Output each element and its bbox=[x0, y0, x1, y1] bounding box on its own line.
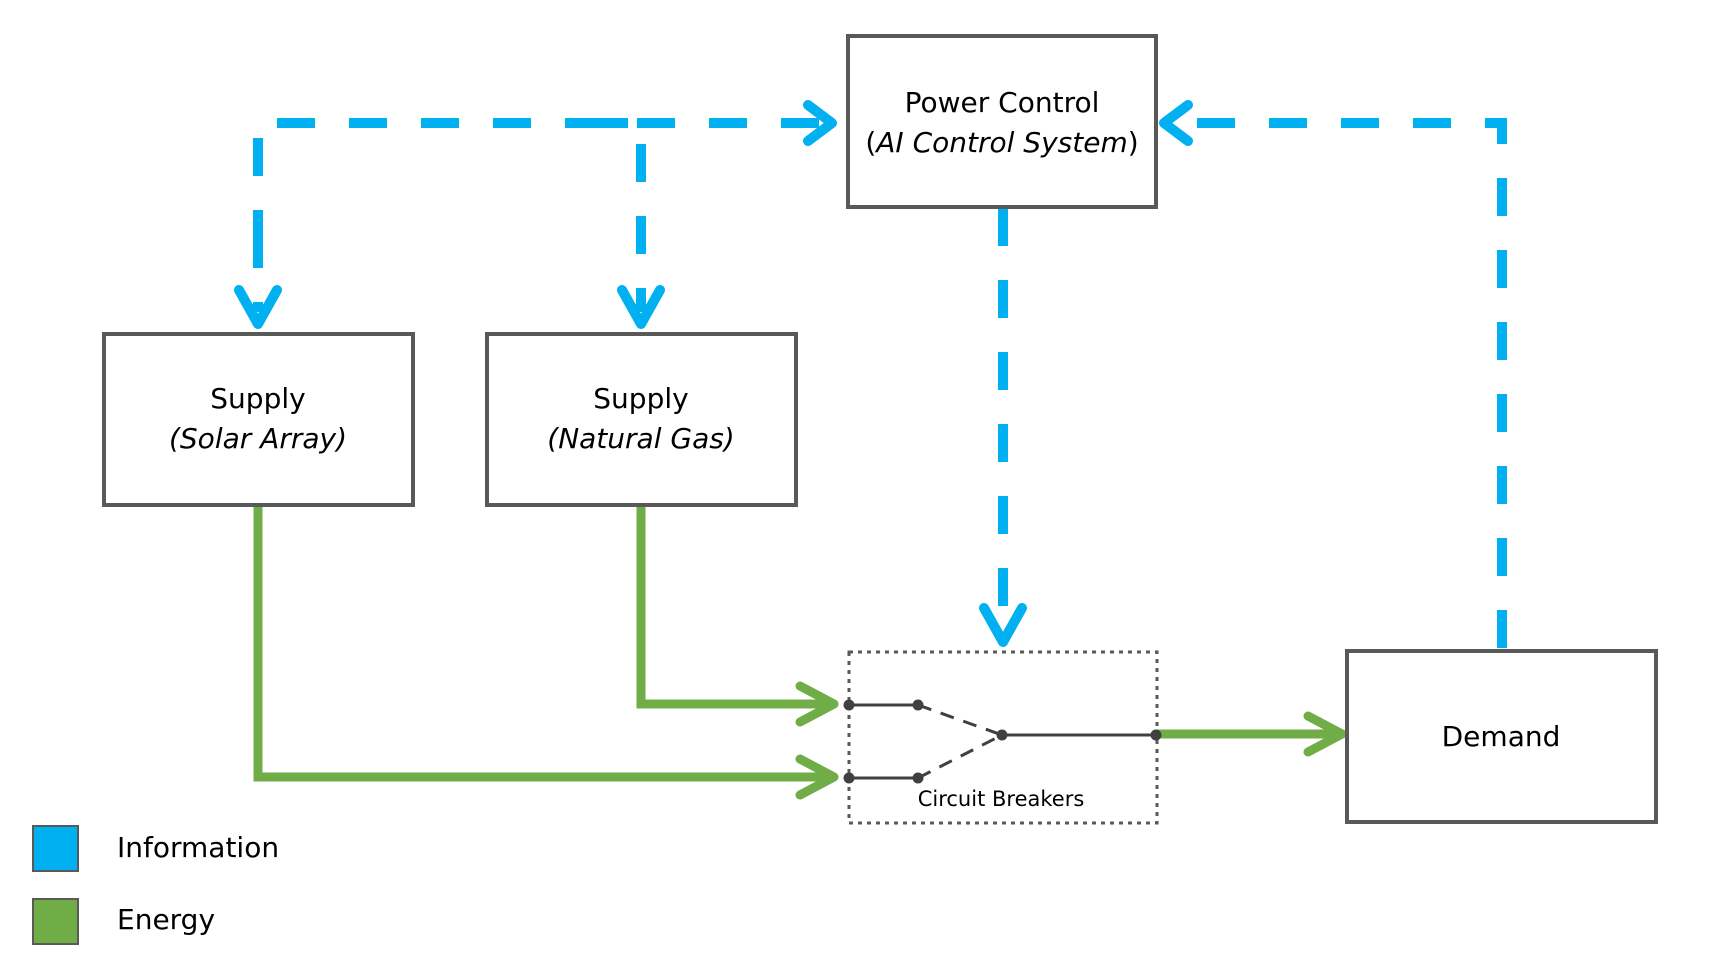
circuit-breakers-label: Circuit Breakers bbox=[918, 787, 1085, 811]
supply-solar-title: Supply bbox=[210, 382, 305, 415]
energy-arrowhead-gas bbox=[795, 681, 839, 727]
info-arrowhead-into-power-control bbox=[803, 100, 837, 146]
power-control-subtitle: (AI Control System) bbox=[865, 126, 1138, 159]
info-line-gas-branch bbox=[590, 118, 646, 312]
info-line-demand-to-control bbox=[1175, 118, 1507, 648]
energy-arrowhead-solar bbox=[795, 754, 839, 800]
switch-dot bbox=[1150, 729, 1162, 741]
legend-information-swatch bbox=[32, 825, 79, 872]
switch-symbol bbox=[843, 699, 1162, 784]
info-arrowhead-into-breakers bbox=[979, 603, 1027, 647]
switch-lower-blade bbox=[917, 733, 1003, 780]
info-arrowhead-into-gas bbox=[617, 285, 665, 329]
info-arrowhead-into-power-control-right bbox=[1159, 100, 1193, 146]
power-control-subtitle-text: AI Control System bbox=[874, 126, 1127, 159]
switch-dot bbox=[843, 772, 855, 784]
info-line-top-bus bbox=[253, 118, 820, 248]
circuit-breakers-node: Circuit Breakers bbox=[843, 650, 1162, 825]
switch-upper-blade bbox=[917, 703, 1003, 737]
switch-dot bbox=[912, 699, 924, 711]
switch-dot bbox=[912, 772, 924, 784]
power-control-open-paren: ( bbox=[865, 126, 876, 159]
supply-gas-subtitle: (Natural Gas) bbox=[547, 422, 734, 455]
supply-gas-node: Supply (Natural Gas) bbox=[485, 332, 798, 507]
energy-connectors bbox=[253, 504, 1347, 800]
legend-information-label: Information bbox=[117, 831, 279, 864]
energy-line-gas-to-breakers bbox=[636, 504, 828, 709]
power-control-close-paren: ) bbox=[1128, 126, 1139, 159]
information-connectors bbox=[234, 100, 1507, 648]
energy-line-solar-to-breakers bbox=[253, 504, 828, 782]
switch-dot bbox=[996, 729, 1008, 741]
supply-solar-node: Supply (Solar Array) bbox=[102, 332, 415, 507]
demand-title: Demand bbox=[1442, 720, 1561, 753]
supply-solar-subtitle: (Solar Array) bbox=[169, 422, 347, 455]
demand-node: Demand bbox=[1345, 649, 1658, 824]
supply-gas-title: Supply bbox=[593, 382, 688, 415]
power-control-title: Power Control bbox=[905, 86, 1100, 119]
energy-arrowhead-demand bbox=[1303, 711, 1347, 757]
legend-energy-label: Energy bbox=[117, 903, 215, 936]
legend-energy-swatch bbox=[32, 898, 79, 945]
info-arrowhead-into-solar bbox=[234, 285, 282, 329]
power-control-box bbox=[846, 34, 1158, 209]
legend: Information Energy bbox=[32, 825, 279, 945]
demand-box bbox=[1345, 649, 1658, 824]
switch-dot bbox=[843, 699, 855, 711]
supply-solar-box bbox=[102, 332, 415, 507]
supply-gas-box bbox=[485, 332, 798, 507]
power-control-node: Power Control (AI Control System) bbox=[846, 34, 1158, 209]
circuit-breakers-box bbox=[847, 650, 1159, 825]
